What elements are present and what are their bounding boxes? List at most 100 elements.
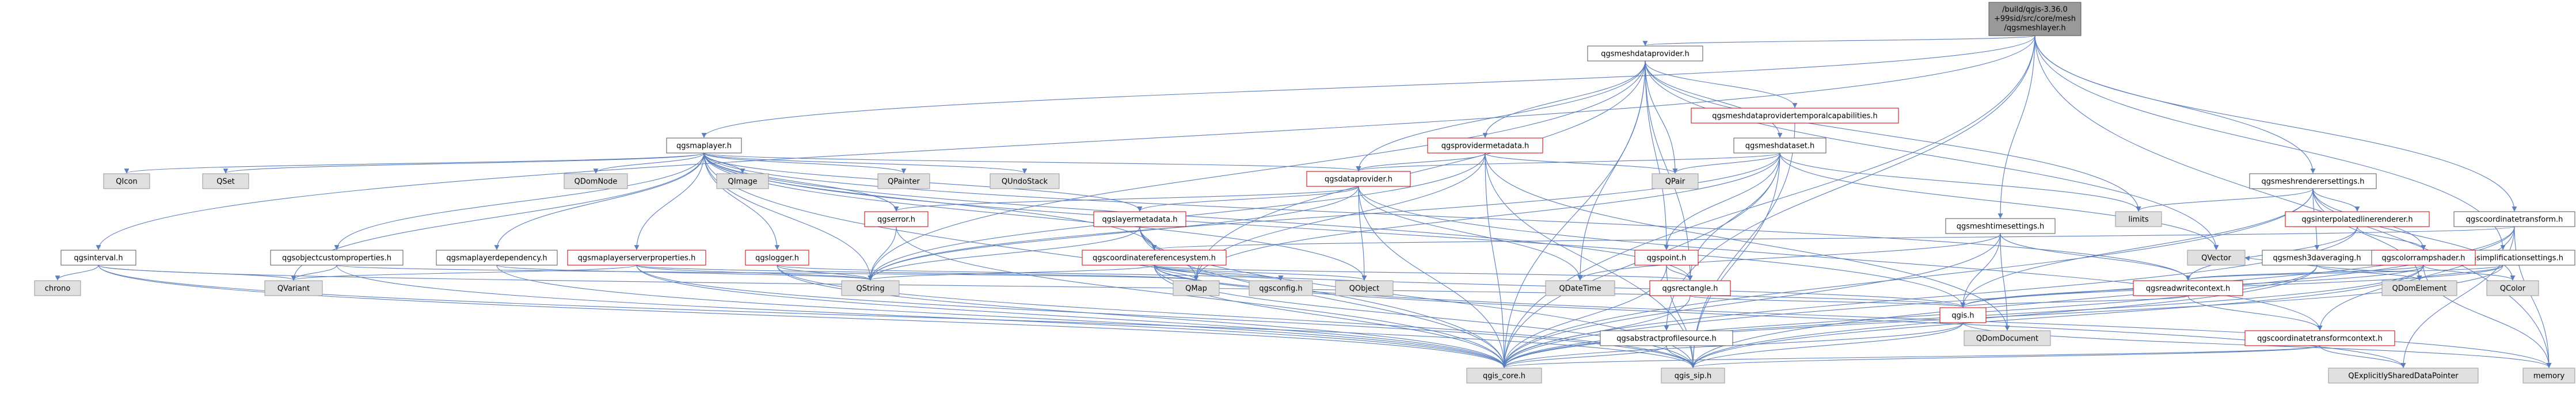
node-box [60,250,136,266]
node-qgsmeshdataset[interactable]: qgsmeshdataset.h [1733,137,1827,154]
node-qgsdataprovider[interactable]: qgsdataprovider.h [1306,171,1411,187]
node-qgsobjectcustomproperties[interactable]: qgsobjectcustomproperties.h [270,250,404,266]
node-label: QPair [1665,178,1685,186]
node-box [1335,280,1394,296]
node-box [2133,280,2243,296]
node-QVariant[interactable]: QVariant [264,280,323,296]
edge-qgslogger-to-qgis_core [777,265,1507,368]
node-qgsmeshtimesettings[interactable]: qgsmeshtimesettings.h [1945,218,2056,234]
node-QObject[interactable]: QObject [1335,280,1394,296]
edge-qgsmeshdataprovider-to-qgsrectangle [1645,60,1693,281]
node-qgsreadwritecontext[interactable]: qgsreadwritecontext.h [2133,280,2243,296]
edge-qgsinterval-to-qgis_core [98,265,1507,368]
node-qgsmaplayer[interactable]: qgsmaplayer.h [666,137,742,154]
node-root[interactable]: /build/qgis-3.36.0+99sid/src/core/mesh/q… [1988,2,2082,36]
node-QPainter[interactable]: QPainter [877,173,930,189]
edge-qgslayermetadata-to-qgis_sip [1139,226,1696,368]
edge-qgsinterval-to-qgis_sip [98,265,1696,368]
edge-qgsmeshdataprovider-to-qgsmeshdataset [1645,60,1783,138]
node-label: qgsobjectcustomproperties.h [282,254,391,263]
node-QDomElement[interactable]: QDomElement [2381,280,2457,296]
edge-qgsmeshdataset-to-QMap [1193,152,1780,281]
node-box [2371,250,2476,266]
node-qgsabstractprofilesource[interactable]: qgsabstractprofilesource.h [1600,330,1733,346]
node-qgscolorrampshader[interactable]: qgscolorrampshader.h [2371,250,2476,266]
node-QIcon[interactable]: QIcon [103,173,150,189]
node-qgsmaplayerdependency[interactable]: qgsmaplayerdependency.h [436,250,558,266]
node-label: qgsmeshdataprovider.h [1601,50,1690,59]
node-qgscoordinatereferencesystem[interactable]: qgscoordinatereferencesystem.h [1082,250,1227,266]
node-QExplicitlySharedDataPointer[interactable]: QExplicitlySharedDataPointer [2328,368,2479,384]
node-box [2244,330,2395,346]
edge-qgsmeshdataprovider-to-qgsdataprovider [1356,60,1646,171]
node-qgscoordinatetransform[interactable]: qgscoordinatetransform.h [2453,211,2575,227]
node-box [1939,307,1987,323]
node-QMap[interactable]: QMap [1173,280,1220,296]
node-QVector[interactable]: QVector [2187,250,2246,266]
node-QColor[interactable]: QColor [2486,280,2539,296]
node-QSet[interactable]: QSet [202,173,249,189]
node-QString[interactable]: QString [841,280,900,296]
node-qgsconfig[interactable]: qgsconfig.h [1249,280,1313,296]
node-QDomNode[interactable]: QDomNode [564,173,628,189]
node-qgsmeshdataprovider[interactable]: qgsmeshdataprovider.h [1587,45,1703,62]
node-qgis[interactable]: qgis.h [1939,307,1987,323]
node-label: qgscoordinatetransformcontext.h [2257,335,2383,343]
node-qgspoint[interactable]: qgspoint.h [1634,250,1699,266]
node-qgsmeshdataprovidertemporalcapabilities[interactable]: qgsmeshdataprovidertemporalcapabilities.… [1691,108,1899,124]
node-qgsmaplayerserverproperties[interactable]: qgsmaplayerserverproperties.h [567,250,706,266]
node-qgslogger[interactable]: qgslogger.h [745,250,809,266]
edge-qgsmeshtimesettings-to-qgsreadwritecontext [2000,233,2191,281]
node-qgis_sip[interactable]: qgis_sip.h [1661,368,1725,384]
edge-qgsmeshrenderersettings-to-qgis [1960,188,2314,308]
node-QUndoStack[interactable]: QUndoStack [990,173,1060,189]
node-QImage[interactable]: QImage [716,173,769,189]
edge-qgsdataprovider-to-QDateTime [1358,186,1583,281]
node-box [2187,250,2246,266]
node-box [1964,330,2051,346]
node-qgscoordinatetransformcontext[interactable]: qgscoordinatetransformcontext.h [2244,330,2395,346]
edge-qgsmaplayer-to-qgsobjectcustomproperties [334,152,705,250]
edge-qgsmeshdataset-to-qgspoint [1664,152,1780,250]
node-qgis_core[interactable]: qgis_core.h [1466,368,1542,384]
node-box [564,173,628,189]
node-label: qgis_sip.h [1675,372,1711,381]
edge-qgslogger-to-qgis_sip [777,265,1696,368]
node-box [2115,211,2162,227]
edge-qgsmaplayer-to-QUndoStack [703,152,1028,174]
nodes-layer: /build/qgis-3.36.0+99sid/src/core/mesh/q… [34,2,2575,384]
node-box [202,173,249,189]
edge-qgsmeshdataprovider-to-limits [1645,60,2141,212]
node-QPair[interactable]: QPair [1652,173,1699,189]
edge-qgsmesh3daveraging-to-qgis_core [1501,265,2318,368]
node-qgsmeshrenderersettings[interactable]: qgsmeshrenderersettings.h [2249,173,2377,189]
node-box [2453,211,2575,227]
node-qgsinterpolatedlinerenderer[interactable]: qgsinterpolatedlinerenderer.h [2285,211,2430,227]
edge-qgscoordinatetransform-to-QExplicitlySharedDataPointer [2400,226,2515,368]
node-QDomDocument[interactable]: QDomDocument [1964,330,2051,346]
node-QDateTime[interactable]: QDateTime [1545,280,1615,296]
edge-qgsmaplayer-to-QDomNode [593,152,705,174]
edge-qgsmeshrenderersettings-to-qgis_core [1501,188,2314,368]
node-label: QExplicitlySharedDataPointer [2348,372,2459,381]
node-box [666,137,742,154]
node-qgslayermetadata[interactable]: qgslayermetadata.h [1093,211,1186,227]
node-chrono[interactable]: chrono [34,280,81,296]
node-qgserror[interactable]: qgserror.h [864,211,929,227]
edge-qgsprovidermetadata-to-QDomDocument [1485,152,2010,331]
node-box [1945,218,2056,234]
node-qgsprovidermetadata[interactable]: qgsprovidermetadata.h [1427,137,1543,154]
node-box [2249,173,2377,189]
edge-qgsabstractprofilesource-to-qgis_core [1501,345,1667,368]
node-label: qgsrectangle.h [1662,285,1718,293]
node-qgsinterval[interactable]: qgsinterval.h [60,250,136,266]
edge-root-to-qgsmeshsimplificationsettings [2034,35,2506,250]
edge-qgsmesh3daveraging-to-QDomElement [2316,265,2422,281]
node-label: qgsmaplayerserverproperties.h [578,254,696,263]
node-memory[interactable]: memory [2522,368,2575,384]
node-label: QColor [2500,285,2526,293]
node-qgsmesh3daveraging[interactable]: qgsmesh3daveraging.h [2262,250,2372,266]
node-label: memory [2533,372,2565,381]
node-limits[interactable]: limits [2115,211,2162,227]
node-qgsrectangle[interactable]: qgsrectangle.h [1649,280,1731,296]
